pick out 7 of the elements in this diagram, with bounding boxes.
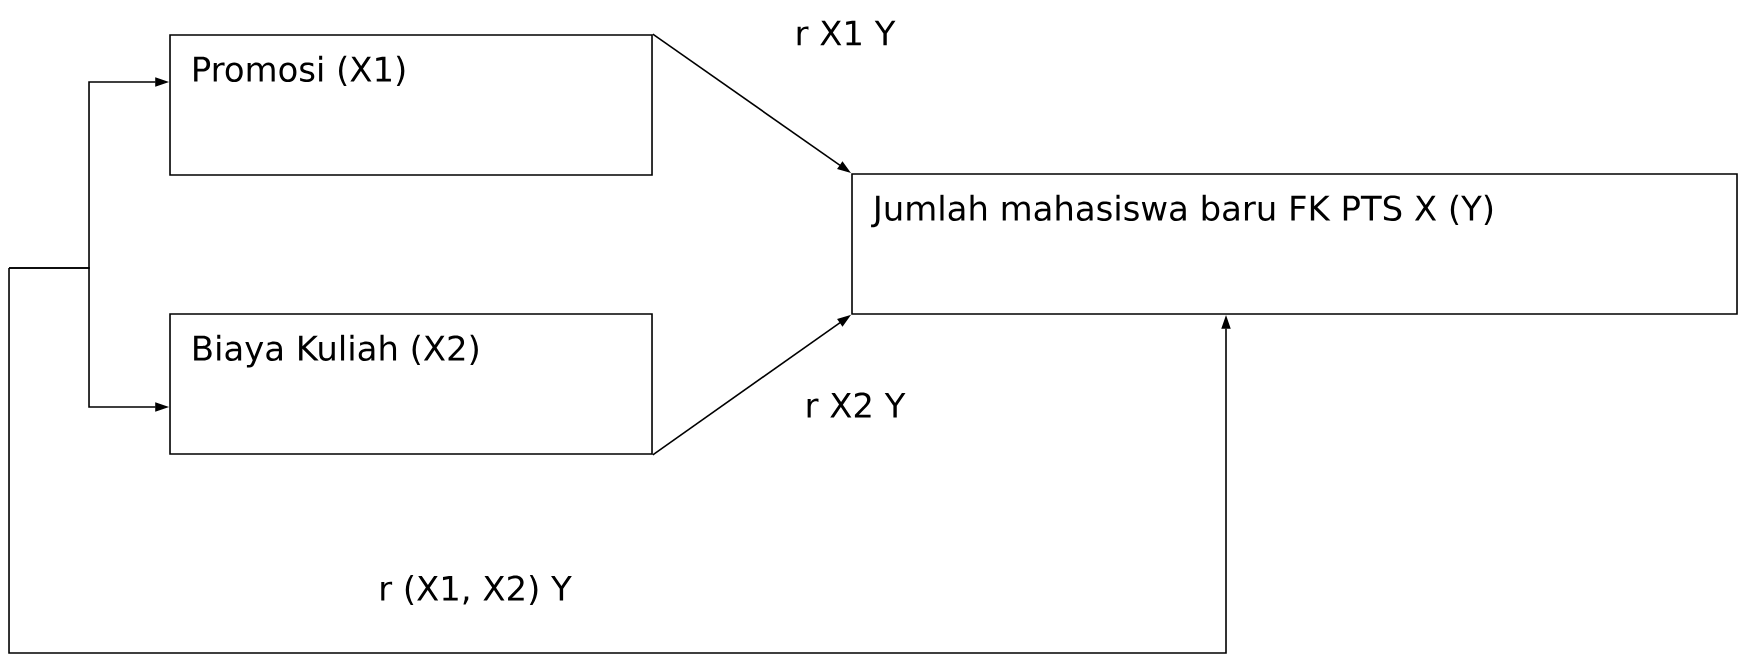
box: Promosi (X1) (169, 34, 653, 176)
box: Biaya Kuliah (X2) (169, 313, 653, 455)
edge-label: r X2 Y (802, 390, 908, 420)
edge-label: r (X1, X2) Y (376, 572, 574, 608)
box: Jumlah mahasiswa baru FK PTS X (Y) (851, 173, 1738, 315)
arrow (8, 267, 1231, 654)
edge-label: r X1 Y (792, 18, 898, 48)
